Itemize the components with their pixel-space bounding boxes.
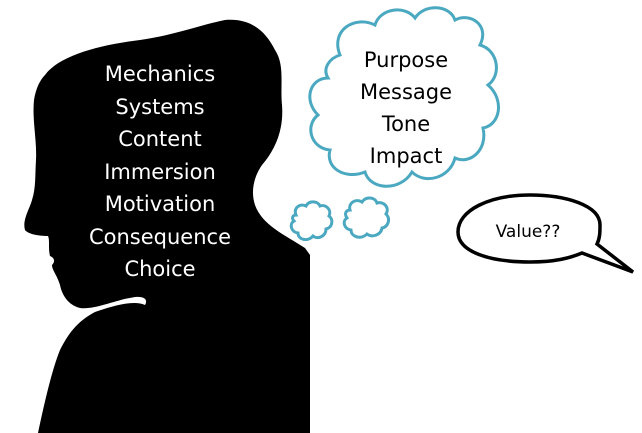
thought-puff-small bbox=[289, 200, 334, 242]
thought-cloud bbox=[308, 6, 501, 188]
head-word-motivation: Motivation bbox=[104, 192, 216, 216]
head-silhouette bbox=[24, 19, 310, 433]
head-word-consequence: Consequence bbox=[88, 224, 232, 249]
cloud-word-purpose: Purpose bbox=[363, 48, 449, 72]
speech-bubble bbox=[456, 193, 635, 274]
head-word-systems: Systems bbox=[115, 94, 205, 119]
head-word-content: Content bbox=[118, 127, 202, 151]
thought-puff-medium bbox=[342, 196, 391, 239]
head-word-choice: Choice bbox=[124, 257, 196, 281]
cloud-word-message: Message bbox=[359, 80, 453, 104]
speech-bubble-label: Value?? bbox=[495, 222, 561, 242]
cloud-word-impact: Impact bbox=[369, 144, 443, 168]
head-word-list: Mechanics Systems Content Immersion Moti… bbox=[60, 58, 260, 286]
head-word-immersion: Immersion bbox=[104, 159, 216, 184]
speech-bubble-text: Value?? bbox=[468, 220, 588, 244]
head-word-mechanics: Mechanics bbox=[104, 62, 216, 86]
cloud-word-list: Purpose Message Tone Impact bbox=[328, 44, 484, 172]
cloud-word-tone: Tone bbox=[381, 112, 431, 136]
